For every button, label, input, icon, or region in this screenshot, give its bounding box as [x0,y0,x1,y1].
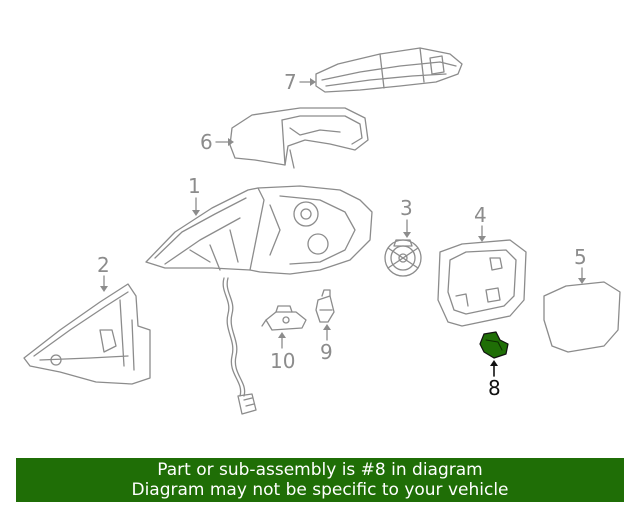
leader-line-3 [403,219,411,238]
part-8-highlighted[interactable] [479,331,509,359]
callout-5: 5 [574,245,587,269]
part-5-mirror-glass[interactable] [543,281,621,353]
part-9-connector[interactable] [315,289,335,323]
parts-diagram [23,47,621,415]
callout-3: 3 [400,196,413,220]
leader-line-4 [478,225,486,242]
callout-4: 4 [474,203,487,227]
part-1-mirror-assembly[interactable] [145,185,373,275]
leader-line-6 [215,138,234,146]
callout-9: 9 [320,340,333,364]
part-10-bracket[interactable] [261,305,307,331]
callout-2: 2 [97,253,110,277]
callout-6: 6 [200,130,213,154]
wiring-harness[interactable] [222,277,257,415]
leader-line-10 [278,332,286,349]
part-3-motor[interactable] [384,239,422,277]
part-7-turn-signal[interactable] [315,47,463,93]
callout-1: 1 [188,174,201,198]
info-banner: Part or sub-assembly is #8 in diagram Di… [16,458,624,502]
callout-8: 8 [488,376,501,400]
leader-line-1 [192,197,200,216]
part-6-mirror-cover[interactable] [229,107,369,169]
banner-line-1: Part or sub-assembly is #8 in diagram [157,460,483,480]
banner-line-2: Diagram may not be specific to your vehi… [131,480,509,500]
leader-line-8 [490,360,498,377]
leader-line-5 [578,267,586,284]
leader-line-9 [323,324,331,341]
callout-7: 7 [284,70,297,94]
callout-10: 10 [270,349,296,373]
part-4-glass-holder[interactable] [437,239,527,327]
leader-line-7 [299,78,316,86]
part-2-mirror-base[interactable] [23,283,151,385]
leader-line-2 [100,275,108,292]
